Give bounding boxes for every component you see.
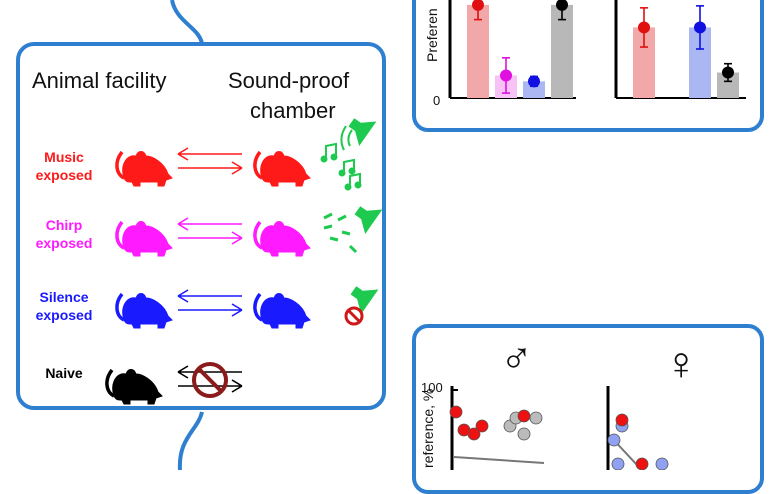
right-bar-music: [633, 27, 655, 98]
right-point-silence: [694, 21, 706, 34]
male-trend-line: [453, 456, 545, 464]
silence-arrows: [177, 289, 243, 317]
silence-exposed-label: Silence exposed: [24, 288, 104, 324]
female-point-silence: [655, 457, 669, 470]
music-mouse-right: [253, 149, 312, 188]
male-point-music: [467, 427, 481, 441]
female-point-music: [615, 413, 629, 427]
right-bar-naive: [717, 72, 739, 98]
female-point-music: [635, 457, 649, 470]
silence-label-line1: Silence: [39, 289, 89, 305]
chirp-mouse-left: [115, 219, 174, 258]
left-point-chirp: [500, 69, 512, 82]
left-bar-music: [467, 4, 489, 98]
bottom-scatter-chart: [449, 386, 669, 470]
chirp-label-line1: Chirp: [45, 217, 83, 233]
no-sound-icon: [344, 306, 364, 326]
male-point-naive: [517, 427, 531, 441]
right-bar-silence: [689, 27, 711, 98]
silence-mouse-right: [253, 291, 312, 330]
naive-arrows: [177, 365, 243, 393]
female-point-silence: [607, 433, 621, 447]
music-arrows: [177, 147, 243, 175]
music-mouse-left: [115, 149, 174, 188]
left-point-silence: [528, 75, 540, 88]
female-symbol: ♀: [664, 337, 699, 389]
connector-curves: [170, 0, 204, 470]
top-chart-ytick-0: 0: [433, 93, 441, 108]
female-point-silence: [611, 457, 625, 470]
chirp-speaker-icon: [348, 198, 382, 235]
naive-mouse: [105, 367, 164, 406]
exposure-diagram: [105, 110, 382, 406]
naive-label-line1: Naive: [45, 365, 83, 381]
left-bar-naive: [551, 4, 573, 98]
right-point-naive: [722, 66, 734, 79]
chirp-arrows: [177, 217, 243, 245]
music-sound-waves: [340, 125, 353, 151]
animal-facility-header: Animal facility: [32, 68, 167, 93]
silence-label-line2: exposed: [35, 307, 93, 323]
music-exposed-label: Music exposed: [24, 148, 104, 184]
top-connector-curve: [170, 0, 204, 45]
male-point-naive: [529, 411, 543, 425]
male-points: [449, 405, 543, 441]
top-chart-panel: [412, 0, 764, 132]
male-point-music: [449, 405, 463, 419]
female-points: [607, 413, 669, 470]
male-symbol: ♂: [500, 334, 533, 383]
left-point-naive: [556, 0, 568, 11]
right-point-music: [638, 21, 650, 34]
sound-proof-header-line1: Sound-proof: [228, 68, 350, 93]
bottom-connector-curve: [177, 411, 204, 470]
sound-proof-header-line2: chamber: [250, 98, 336, 123]
exposure-panel: Animal facility Sound-proof chamber Musi…: [16, 42, 386, 410]
left-bar-silence: [523, 81, 545, 98]
left-point-music: [472, 0, 484, 11]
music-label-line1: Music: [44, 149, 84, 165]
chirp-mouse-right: [253, 219, 312, 258]
chirp-label-line2: exposed: [35, 235, 93, 251]
music-notes-icon: [320, 142, 362, 191]
male-point-music: [475, 419, 489, 433]
naive-label: Naive: [24, 364, 104, 382]
chirp-exposed-label: Chirp exposed: [24, 216, 104, 252]
chirp-dashes: [323, 212, 358, 254]
silence-mouse-left: [115, 291, 174, 330]
prohibited-icon: [192, 362, 228, 398]
top-bar-chart: [448, 0, 746, 99]
music-label-line2: exposed: [35, 167, 93, 183]
bottom-chart-ytick-100: 100: [421, 380, 443, 395]
male-point-music: [517, 409, 531, 423]
